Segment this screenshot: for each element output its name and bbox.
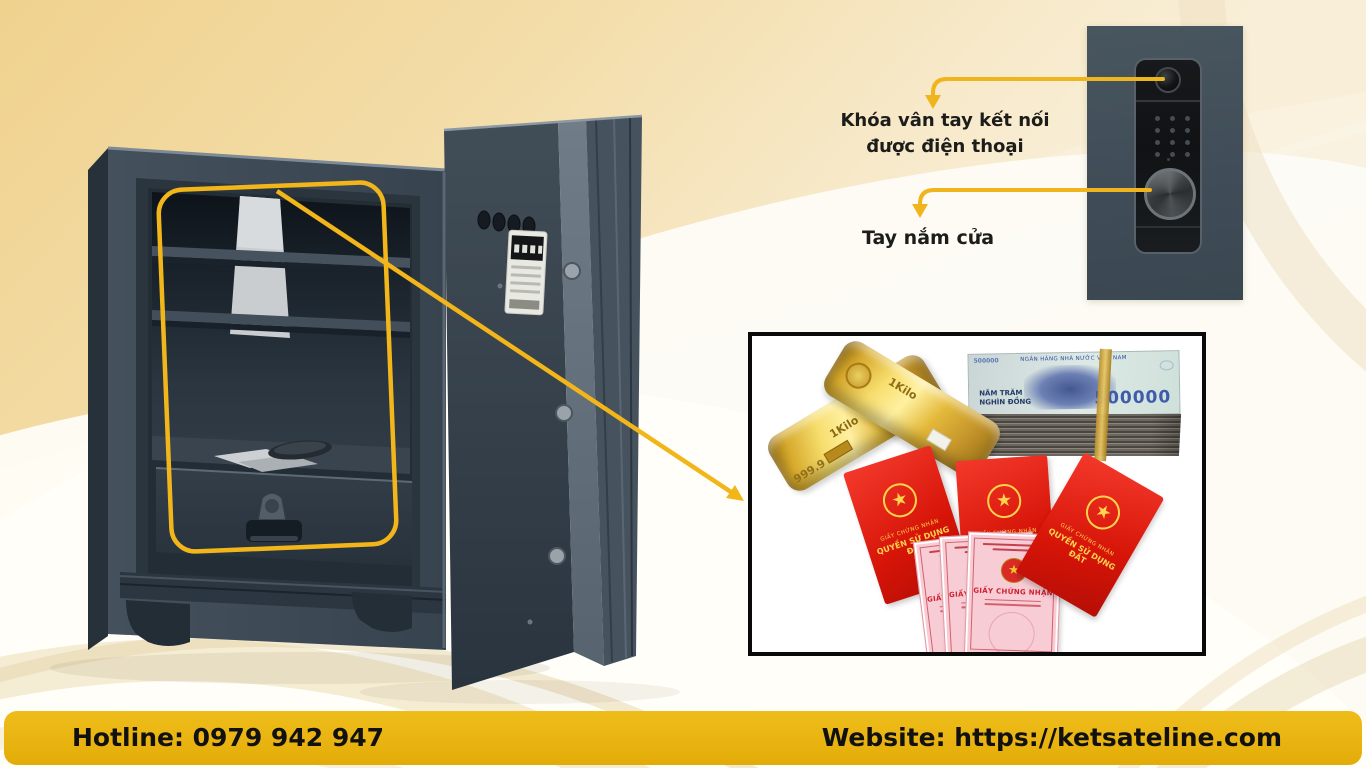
keypad-dot: [1167, 158, 1170, 161]
keypad-dot: [1155, 151, 1160, 157]
handle-annotation: Tay nắm cửa: [861, 227, 995, 249]
gold-plaque: [823, 439, 854, 464]
keypad-dot: [1185, 115, 1190, 121]
keypad-dot: [1185, 139, 1190, 145]
fingerprint-sensor-icon: [1155, 67, 1181, 93]
keypad-dot: [1155, 115, 1160, 121]
fingerprint-annotation-line2: được điện thoại: [866, 136, 1024, 157]
footer-bar: Hotline: 0979 942 947 Website: https://k…: [4, 711, 1362, 765]
fingerprint-annotation: Khóa vân tay kết nối được điện thoại: [830, 108, 1060, 160]
gold-purity-label: 999.9: [791, 456, 828, 486]
door-knob: [1144, 168, 1196, 220]
gold-seal: [840, 357, 877, 394]
banknote-denomination-words: NĂM TRĂM NGHÌN ĐỒNG: [979, 389, 1031, 408]
interior-highlight-frame: [156, 180, 399, 554]
banknote-seal: [1159, 360, 1174, 371]
website-text: Website: https://ketsateline.com: [821, 723, 1282, 752]
hotline-text: Hotline: 0979 942 947: [72, 723, 384, 752]
safe-photo: [50, 146, 680, 704]
lock-panel-photo: [1087, 26, 1243, 300]
fingerprint-section: [1136, 60, 1200, 102]
keypad-dot: [1185, 127, 1190, 133]
denomination-words-line2: NGHÌN ĐỒNG: [979, 397, 1032, 407]
keypad-dot: [1155, 139, 1160, 145]
national-emblem-icon: ★: [878, 478, 922, 522]
fingerprint-annotation-line1: Khóa vân tay kết nối: [840, 110, 1050, 131]
keypad-dot: [1170, 115, 1175, 121]
safe-foot: [126, 600, 190, 646]
bolt-hole: [492, 212, 506, 232]
door-bolt: [548, 547, 566, 565]
connector-arrow: [275, 189, 744, 501]
safe-door: [443, 114, 643, 690]
door-label: [504, 229, 548, 316]
bolt-hole: [522, 216, 536, 236]
lock-unit: [1134, 58, 1202, 254]
safe-foot: [352, 592, 412, 632]
keypad-dot: [1170, 151, 1175, 157]
gold-weight-label: 1Kilo: [885, 375, 920, 403]
keypad-dot: [1185, 151, 1190, 157]
national-emblem-icon: ★: [986, 482, 1023, 520]
bolt-hole: [477, 210, 491, 230]
lock-bottom-section: [1136, 226, 1200, 252]
banknote-face: 500000 NGÂN HÀNG NHÀ NƯỚC VIỆT NAM NĂM T…: [967, 350, 1181, 418]
national-emblem-icon: ★: [1079, 489, 1127, 536]
keypad-dot: [1170, 127, 1175, 133]
bolt-hole: [507, 214, 521, 234]
keypad-dot: [1155, 127, 1160, 133]
drawer-handle: [257, 492, 287, 521]
valuables-box: 999.9 1Kilo 1Kilo 500000 NGÂN HÀNG NHÀ N…: [748, 332, 1206, 656]
door-bolt: [563, 262, 581, 280]
banknote-bank-name: NGÂN HÀNG NHÀ NƯỚC VIỆT NAM: [1020, 355, 1127, 363]
keypad: [1150, 112, 1195, 160]
money-stack: 500000 NGÂN HÀNG NHÀ NƯỚC VIỆT NAM NĂM T…: [966, 348, 1182, 462]
door-bolt: [555, 404, 573, 422]
gold-weight-label: 1Kilo: [827, 413, 861, 441]
keypad-dot: [1170, 139, 1175, 145]
